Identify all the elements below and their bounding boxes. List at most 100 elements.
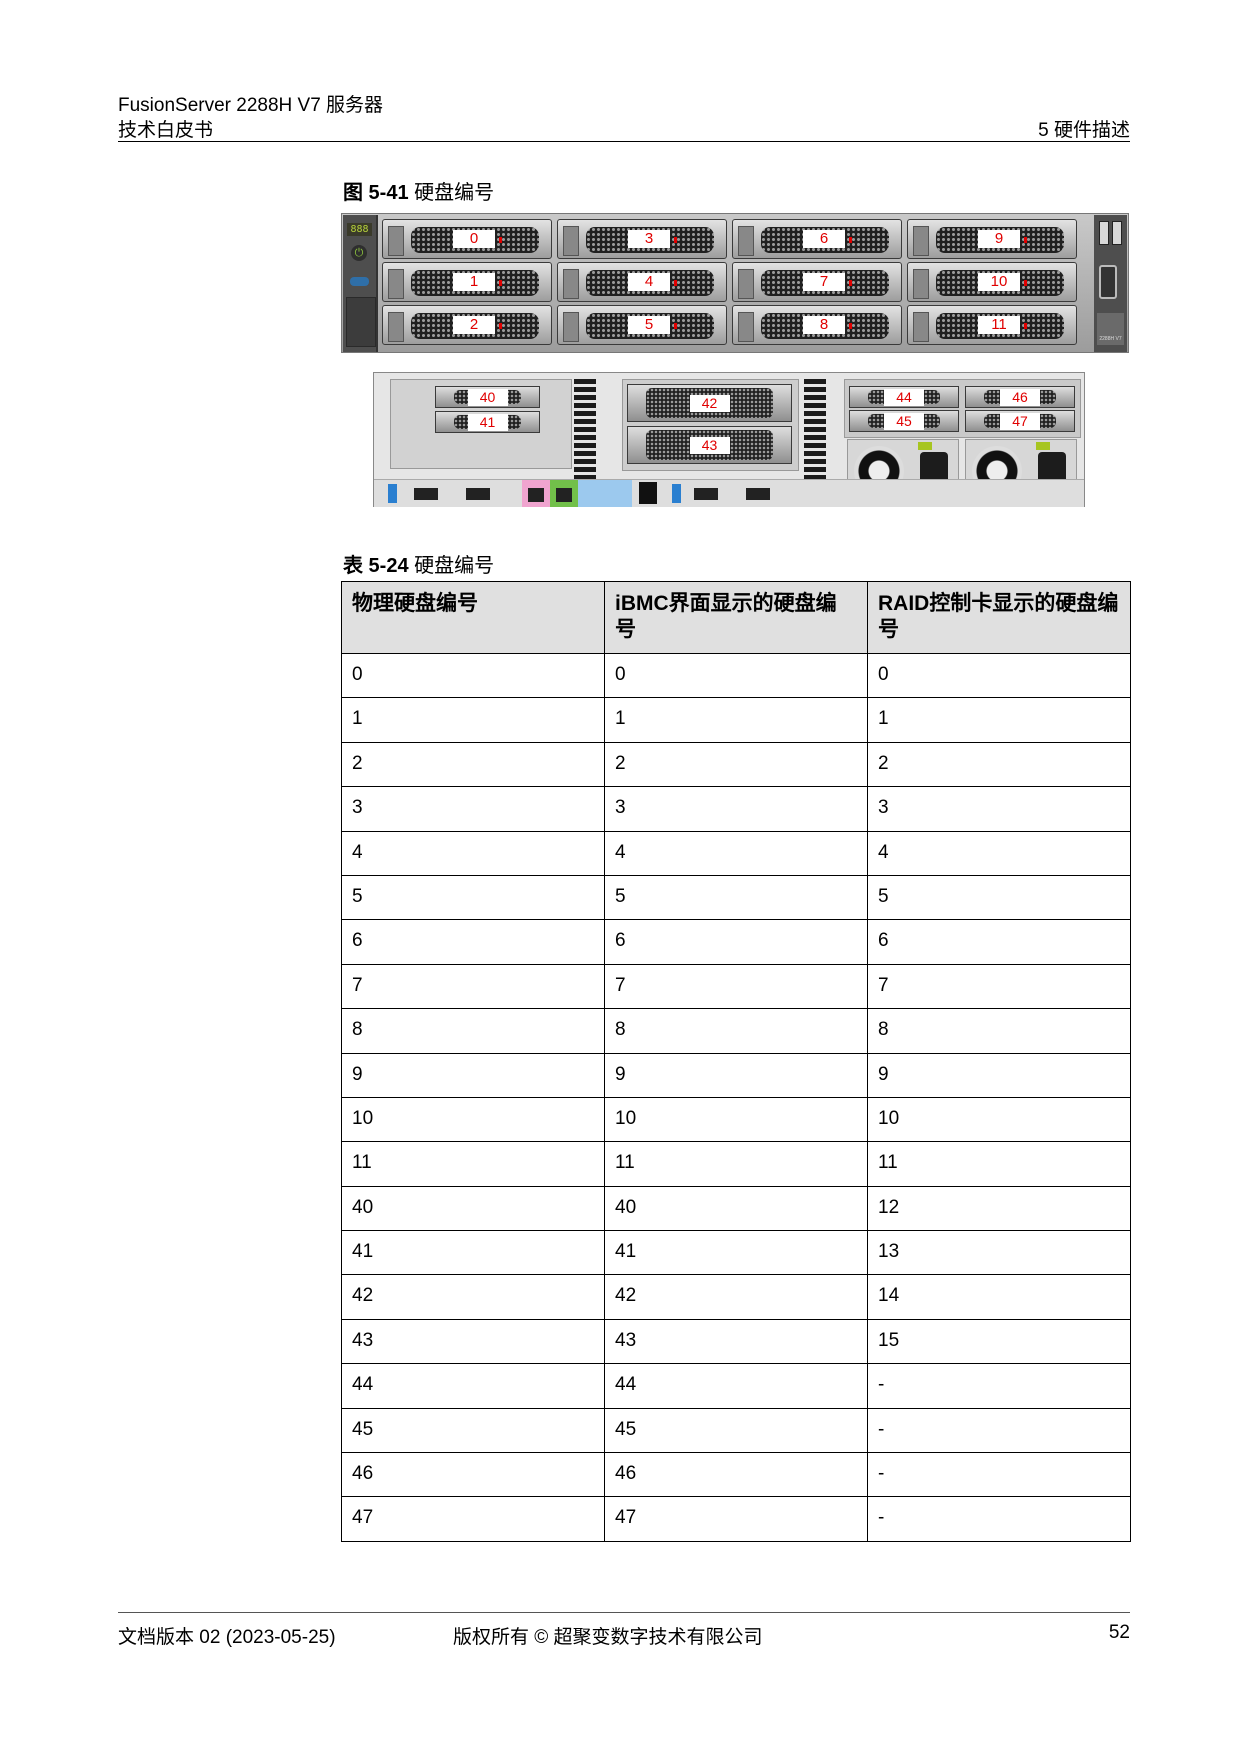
drive-bay-3: 3 <box>557 219 727 259</box>
cell-ibmc: 1 <box>604 697 868 743</box>
drive-bay-43: 43 <box>627 426 792 464</box>
latch-icon <box>738 269 754 299</box>
vent-grille <box>804 379 826 479</box>
power-icon: ⏻ <box>351 245 367 261</box>
cell-raid: - <box>867 1363 1131 1409</box>
cell-raid: 1 <box>867 697 1131 743</box>
bay-label: 44 <box>884 389 924 406</box>
led-icon <box>499 323 502 329</box>
cell-ibmc: 7 <box>604 963 868 1010</box>
latch-icon <box>388 226 404 256</box>
usb-port-icon <box>1112 221 1122 245</box>
front-left-ear: 888 ⏻ <box>343 215 378 352</box>
cell-ibmc: 40 <box>604 1185 868 1232</box>
flexio-2-latch-icon <box>672 484 681 503</box>
table-caption-prefix: 表 5-24 <box>343 555 409 577</box>
bay-label: 5 <box>628 316 670 334</box>
sfp-port-icon <box>746 488 770 500</box>
cell-raid: 3 <box>867 786 1131 832</box>
bay-label: 46 <box>1000 389 1040 406</box>
cell-raid: 0 <box>867 652 1131 699</box>
cell-ibmc: 9 <box>604 1052 868 1098</box>
cell-raid: 4 <box>867 830 1131 876</box>
cell-ibmc: 8 <box>604 1008 868 1054</box>
drive-bay-47: 47 <box>965 410 1075 432</box>
uid-button-icon <box>350 277 369 286</box>
bay-label: 2 <box>453 316 495 334</box>
sfp-port-icon <box>694 488 718 500</box>
cell-raid: 2 <box>867 741 1131 788</box>
bay-label: 40 <box>467 389 508 406</box>
header-divider <box>118 141 1130 142</box>
header-doc-type: 技术白皮书 <box>118 120 214 141</box>
column-header-raid: RAID控制卡显示的硬盘编号 <box>867 581 1131 654</box>
cell-raid: 12 <box>867 1185 1131 1232</box>
latch-icon <box>913 226 929 256</box>
grille <box>586 313 714 339</box>
usb-port-icon <box>1099 221 1109 245</box>
latch-icon <box>388 312 404 342</box>
cell-physical: 3 <box>341 786 605 832</box>
footer-page-number: 52 <box>1108 1622 1130 1643</box>
drive-bay-0: 0 <box>382 219 552 259</box>
led-icon <box>674 280 677 286</box>
led-icon <box>674 323 677 329</box>
riser-2: 42 43 <box>622 379 799 471</box>
bay-label: 0 <box>453 230 495 248</box>
cell-physical: 6 <box>341 919 605 965</box>
cell-raid: 10 <box>867 1096 1131 1143</box>
table-header-row: 物理硬盘编号 iBMC界面显示的硬盘编号 RAID控制卡显示的硬盘编号 <box>341 581 1131 654</box>
drive-bay-44: 44 <box>849 386 959 408</box>
cell-raid: - <box>867 1407 1131 1454</box>
led-icon <box>849 237 852 243</box>
footer-version: 文档版本 02 (2023-05-25) <box>118 1627 336 1648</box>
bay-label: 6 <box>803 230 845 248</box>
rear-drive-cage: 44 45 46 47 <box>844 379 1081 438</box>
cell-physical: 43 <box>341 1318 605 1365</box>
drive-bay-8: 8 <box>732 305 902 345</box>
flexio-1-latch-icon <box>388 484 397 503</box>
led-icon <box>1024 323 1027 329</box>
rj45-jack-icon <box>528 488 544 502</box>
bay-label: 1 <box>453 273 495 291</box>
cell-physical: 45 <box>341 1407 605 1454</box>
cell-physical: 46 <box>341 1452 605 1498</box>
table-caption: 表 5-24 硬盘编号 <box>343 549 494 578</box>
cell-raid: 9 <box>867 1052 1131 1098</box>
cell-ibmc: 47 <box>604 1496 868 1542</box>
cell-physical: 7 <box>341 963 605 1010</box>
header-chapter: 5 硬件描述 <box>1038 120 1130 141</box>
model-tag: 2288H V7 <box>1097 313 1124 345</box>
cell-raid: - <box>867 1496 1131 1542</box>
rj45-port-icon <box>550 480 578 507</box>
drive-bay-42: 42 <box>627 384 792 422</box>
cell-physical: 5 <box>341 874 605 921</box>
cell-physical: 0 <box>341 652 605 699</box>
bay-label: 7 <box>803 273 845 291</box>
cell-physical: 10 <box>341 1096 605 1143</box>
drive-bay-46: 46 <box>965 386 1075 408</box>
front-right-ear: 2288H V7 <box>1094 215 1127 352</box>
riser-1: 40 41 <box>390 379 572 469</box>
table-caption-title: 硬盘编号 <box>414 555 495 577</box>
sfp-port-icon <box>414 488 438 500</box>
grille <box>586 270 714 296</box>
cell-physical: 44 <box>341 1363 605 1409</box>
latch-icon <box>913 312 929 342</box>
cell-ibmc: 45 <box>604 1407 868 1454</box>
cell-raid: 5 <box>867 874 1131 921</box>
drive-bay-11: 11 <box>907 305 1077 345</box>
cell-raid: 14 <box>867 1274 1131 1320</box>
mgmt-port-icon <box>522 480 550 507</box>
led-icon <box>1024 280 1027 286</box>
cell-physical: 9 <box>341 1052 605 1098</box>
led-icon <box>674 237 677 243</box>
vga-port-icon <box>1099 265 1117 299</box>
